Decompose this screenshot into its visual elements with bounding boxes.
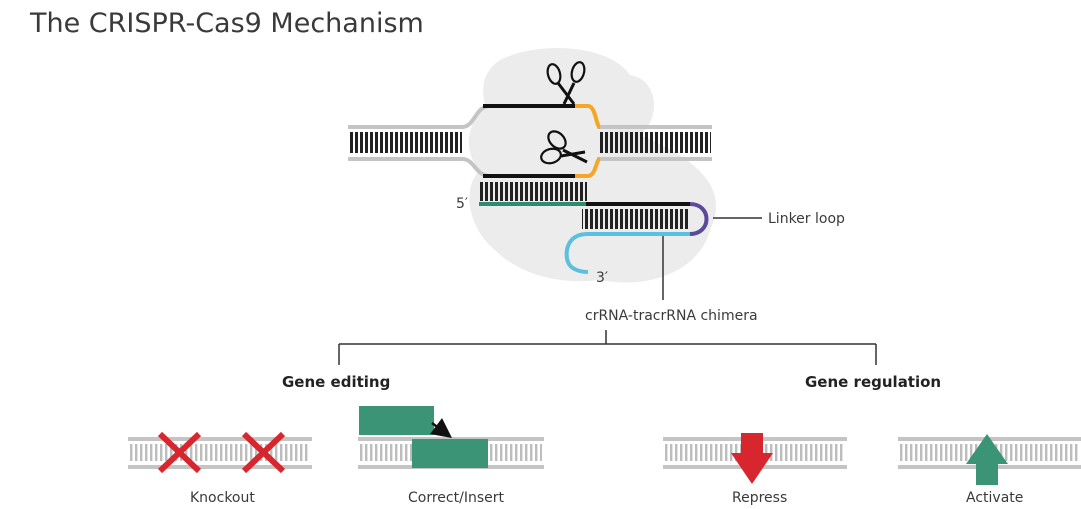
label-correct-insert: Correct/Insert bbox=[408, 490, 504, 506]
inserted-segment bbox=[412, 439, 488, 468]
heading-gene-editing: Gene editing bbox=[282, 373, 390, 391]
dna-target-strand bbox=[479, 157, 601, 201]
down-arrow-icon bbox=[731, 433, 773, 484]
activate-panel: Activate bbox=[898, 434, 1081, 506]
scissors-icon bbox=[540, 130, 588, 165]
label-knockout: Knockout bbox=[190, 490, 255, 506]
insert-donor-segment bbox=[359, 406, 434, 435]
up-arrow-icon bbox=[966, 434, 1008, 485]
cas9-protein bbox=[468, 48, 717, 283]
insert-arrow-icon bbox=[430, 418, 452, 438]
x-mark-icon bbox=[241, 431, 286, 474]
dna-left bbox=[348, 104, 491, 178]
guide-rna bbox=[479, 202, 709, 274]
dna-right bbox=[597, 125, 712, 161]
label-chimera: crRNA-tracrRNA chimera bbox=[585, 308, 758, 324]
correct-insert-panel: Correct/Insert bbox=[358, 406, 544, 506]
label-linker-loop: Linker loop bbox=[768, 211, 845, 227]
knockout-panel: Knockout bbox=[128, 431, 312, 506]
repress-panel: Repress bbox=[663, 433, 847, 506]
label-3prime: 3′ bbox=[596, 270, 608, 286]
scissors-icon bbox=[546, 61, 586, 105]
dna-top-strand bbox=[483, 104, 602, 129]
x-mark-icon bbox=[157, 431, 202, 474]
label-activate: Activate bbox=[966, 490, 1023, 506]
heading-gene-regulation: Gene regulation bbox=[805, 373, 941, 391]
diagram-title: The CRISPR-Cas9 Mechanism bbox=[30, 8, 424, 39]
label-5prime: 5′ bbox=[456, 196, 468, 212]
label-repress: Repress bbox=[732, 490, 787, 506]
branch-bracket bbox=[338, 330, 877, 365]
